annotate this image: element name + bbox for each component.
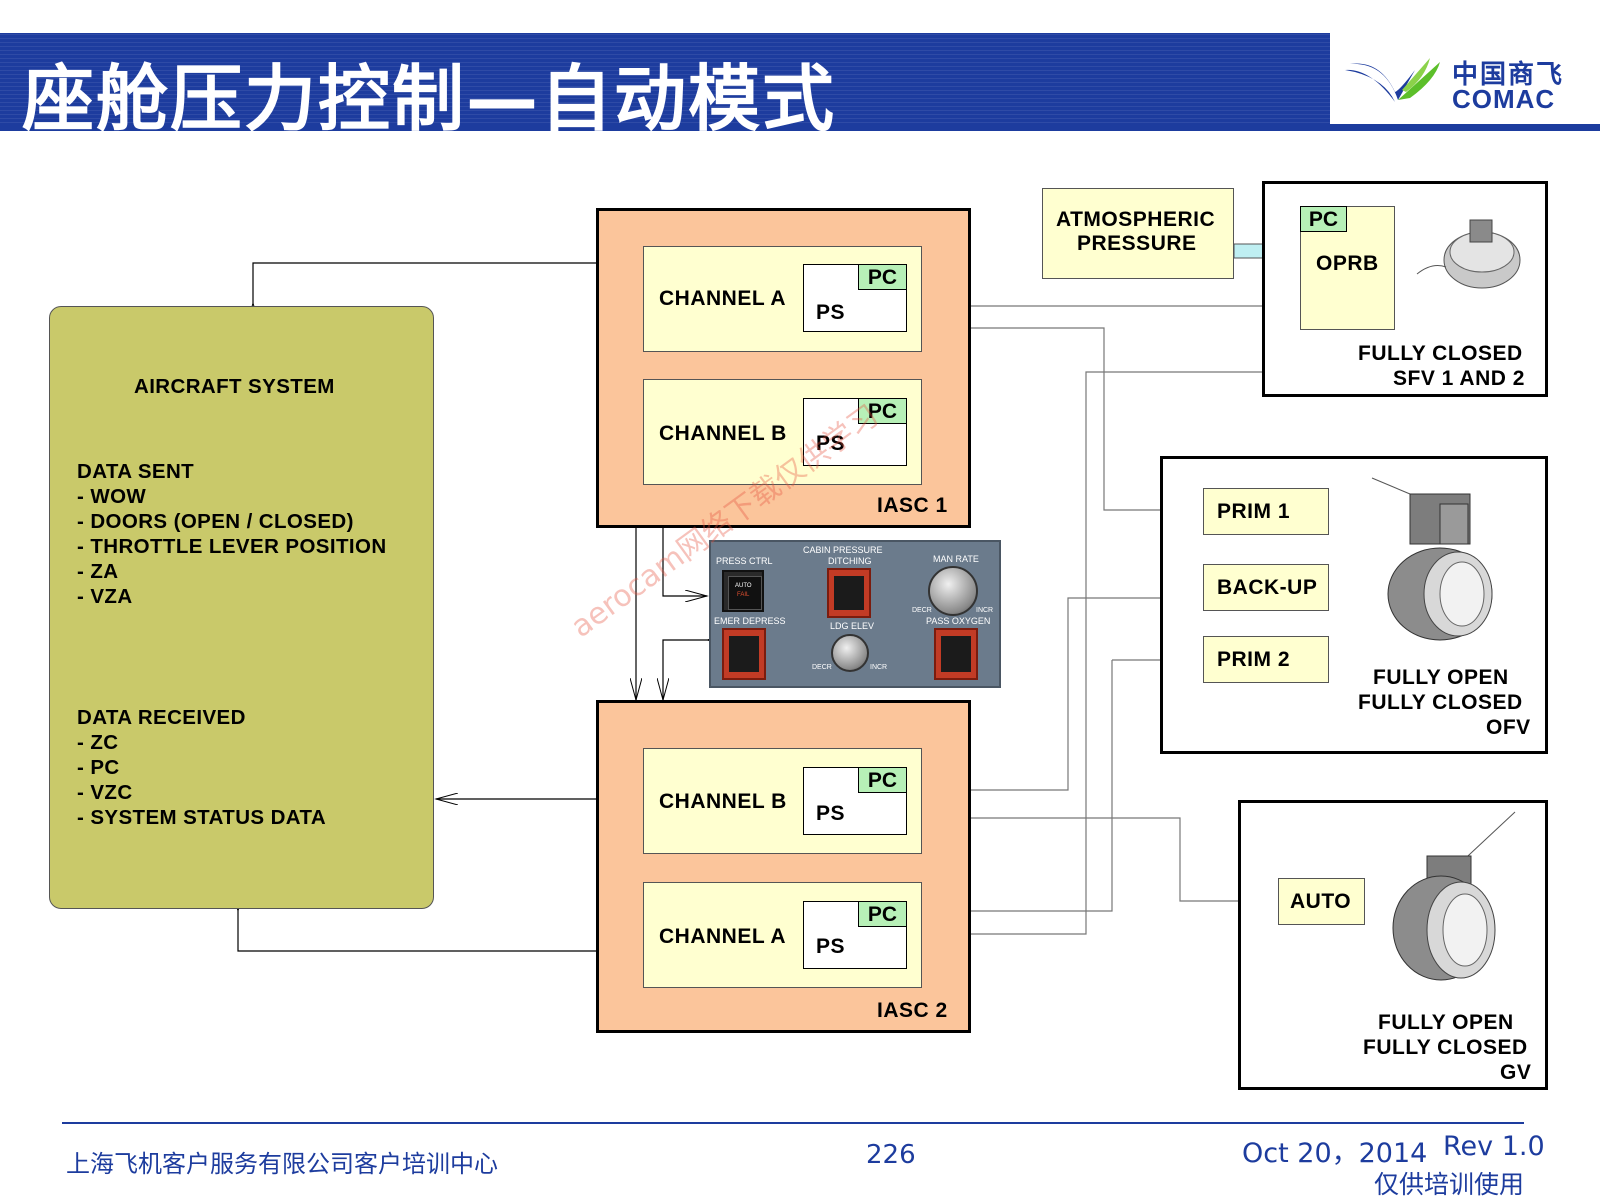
footer-note: 仅供培训使用 bbox=[1374, 1170, 1525, 1199]
press-ctrl-button[interactable] bbox=[722, 570, 764, 612]
sfv-state-line1: FULLY CLOSED bbox=[1358, 342, 1523, 365]
aircraft-system-title: AIRCRAFT SYSTEM bbox=[134, 375, 335, 398]
footer-date: Oct 20，2014 bbox=[1242, 1138, 1428, 1169]
pass-oxygen-guard-button[interactable] bbox=[934, 628, 978, 680]
panel-incr-label: INCR bbox=[976, 607, 994, 614]
gv-valve-icon bbox=[1392, 811, 1516, 981]
ps-label: PS bbox=[816, 301, 846, 324]
prim2-box bbox=[1203, 636, 1329, 683]
pc-tag: PC bbox=[1300, 206, 1347, 232]
data-sent-title: DATA SENT bbox=[77, 460, 195, 483]
pc-tag: PC bbox=[858, 398, 907, 424]
prim2-label: PRIM 2 bbox=[1217, 648, 1291, 671]
data-sent-item: - ZA bbox=[77, 560, 119, 583]
panel-press-ctrl-label: PRESS CTRL bbox=[716, 556, 773, 566]
iasc1-label: IASC 1 bbox=[877, 494, 948, 517]
comac-logo-icon bbox=[1345, 58, 1440, 102]
header-bar bbox=[0, 33, 1330, 131]
gv-box bbox=[1238, 800, 1548, 1090]
data-received-item: - SYSTEM STATUS DATA bbox=[77, 806, 327, 829]
auto-label: AUTO bbox=[1290, 890, 1352, 913]
data-received-item: - ZC bbox=[77, 731, 119, 754]
aircraft-system-box bbox=[49, 306, 434, 909]
iasc2-label: IASC 2 bbox=[877, 999, 948, 1022]
footer-revision: Rev 1.0 bbox=[1443, 1131, 1545, 1162]
man-rate-knob[interactable] bbox=[928, 566, 978, 616]
logo-text-cn: 中国商飞 bbox=[1452, 60, 1565, 90]
panel-pass-oxygen-label: PASS OXYGEN bbox=[926, 616, 991, 626]
pc-tag: PC bbox=[858, 901, 907, 927]
atmospheric-pressure-box bbox=[1042, 188, 1234, 279]
data-received-item: - VZC bbox=[77, 781, 133, 804]
ofv-state-line2: FULLY CLOSED bbox=[1358, 691, 1523, 714]
atmospheric-label-line2: PRESSURE bbox=[1077, 232, 1197, 255]
comac-logo bbox=[1340, 50, 1590, 120]
panel-fail-label: FAIL bbox=[737, 592, 750, 598]
footer-rule bbox=[62, 1122, 1524, 1124]
ps-label: PS bbox=[816, 935, 846, 958]
ofv-label: OFV bbox=[1486, 716, 1531, 739]
prim1-label: PRIM 1 bbox=[1217, 500, 1291, 523]
oprb-label: OPRB bbox=[1316, 252, 1379, 275]
iasc1-channel-a-label: CHANNEL A bbox=[659, 287, 787, 310]
ps-label: PS bbox=[816, 802, 846, 825]
ps-label: PS bbox=[816, 432, 846, 455]
logo-text-en: COMAC bbox=[1452, 84, 1556, 114]
sfv-state-line2: SFV 1 AND 2 bbox=[1393, 367, 1525, 390]
data-received-title: DATA RECEIVED bbox=[77, 706, 246, 729]
gv-state-line2: FULLY CLOSED bbox=[1363, 1036, 1528, 1059]
ofv-valve-icon bbox=[1371, 477, 1493, 641]
data-received-item: - PC bbox=[77, 756, 120, 779]
iasc2-channel-b-label: CHANNEL B bbox=[659, 790, 787, 813]
gv-state-line1: FULLY OPEN bbox=[1378, 1011, 1514, 1034]
gv-label: GV bbox=[1500, 1061, 1532, 1084]
iasc1-channel-b-label: CHANNEL B bbox=[659, 422, 787, 445]
sfv-valve-icon bbox=[1416, 219, 1521, 289]
panel-cabin-pressure-label: CABIN PRESSURE bbox=[803, 545, 883, 555]
data-sent-item: - THROTTLE LEVER POSITION bbox=[77, 535, 387, 558]
data-sent-item: - WOW bbox=[77, 485, 147, 508]
pc-tag: PC bbox=[858, 264, 907, 290]
pc-tag: PC bbox=[858, 767, 907, 793]
panel-auto-label: AUTO bbox=[735, 583, 752, 589]
backup-label: BACK-UP bbox=[1217, 576, 1318, 599]
panel-emer-depress-label: EMER DEPRESS bbox=[714, 616, 786, 626]
data-sent-item: - VZA bbox=[77, 585, 133, 608]
page-title: 座舱压力控制—自动模式 bbox=[22, 57, 837, 141]
data-sent-item: - DOORS (OPEN / CLOSED) bbox=[77, 510, 354, 533]
panel-incr-label: INCR bbox=[870, 664, 888, 671]
atmospheric-label-line1: ATMOSPHERIC bbox=[1056, 208, 1216, 231]
emer-depress-guard-button[interactable] bbox=[722, 628, 766, 680]
auto-box bbox=[1278, 878, 1365, 925]
footer-page-number: 226 bbox=[866, 1140, 916, 1170]
header-rule bbox=[1330, 124, 1600, 131]
iasc2-channel-a-label: CHANNEL A bbox=[659, 925, 787, 948]
panel-ldg-elev-label: LDG ELEV bbox=[830, 621, 875, 631]
ofv-state-line1: FULLY OPEN bbox=[1373, 666, 1509, 689]
prim1-box bbox=[1203, 488, 1329, 535]
backup-box bbox=[1203, 564, 1329, 611]
panel-man-rate-label: MAN RATE bbox=[933, 554, 979, 564]
panel-ditching-label: DITCHING bbox=[828, 556, 872, 566]
ldg-elev-knob[interactable] bbox=[831, 634, 869, 672]
ditching-guard-button[interactable] bbox=[827, 568, 871, 618]
panel-decr-label: DECR bbox=[812, 664, 832, 671]
panel-decr-label: DECR bbox=[912, 607, 932, 614]
footer-company: 上海飞机客户服务有限公司客户培训中心 bbox=[66, 1150, 498, 1178]
